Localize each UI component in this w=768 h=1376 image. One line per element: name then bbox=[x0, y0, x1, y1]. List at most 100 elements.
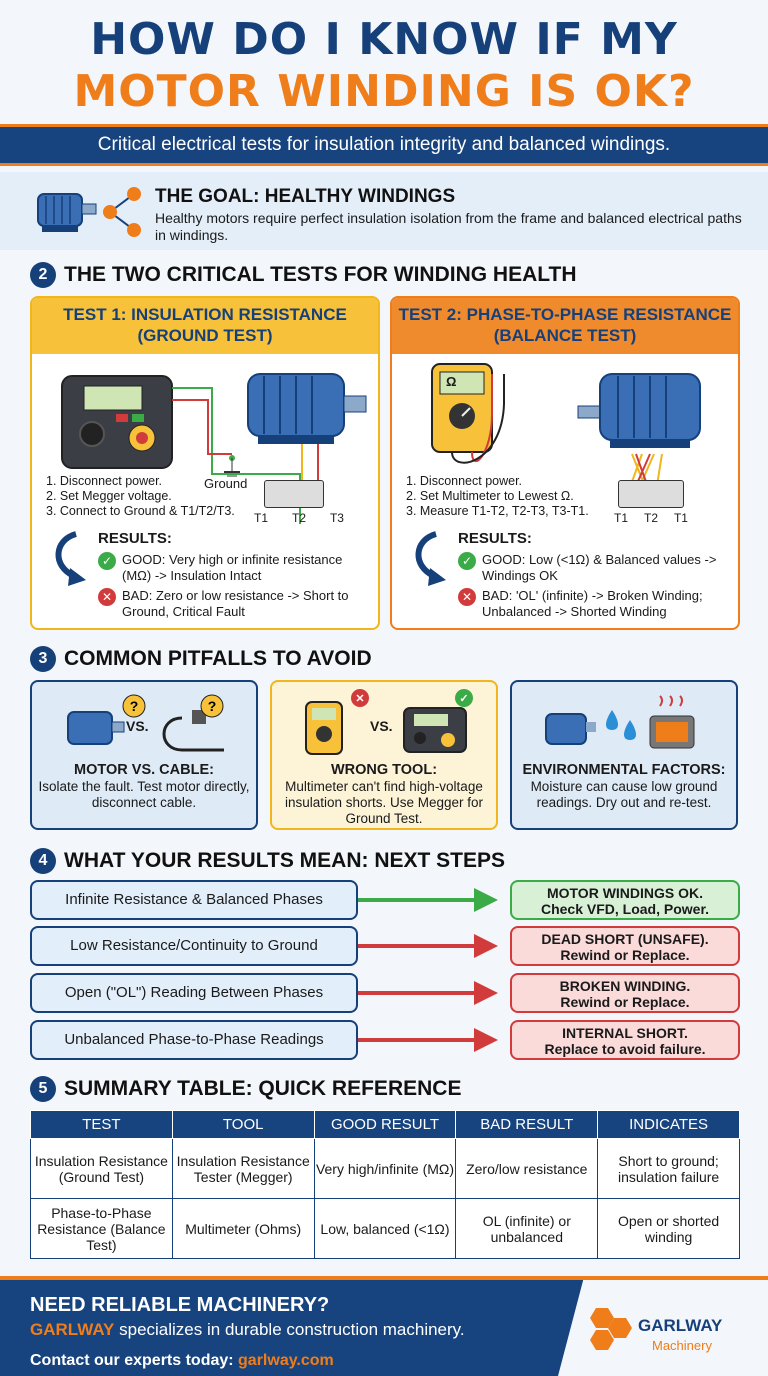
vs-label: VS. bbox=[126, 718, 149, 734]
bad-result-text: BAD: Zero or low resistance -> Short to … bbox=[122, 588, 349, 619]
arrow-right-icon bbox=[358, 934, 498, 958]
test2-good: ✓ GOOD: Low (<1Ω) & Balanced values -> W… bbox=[458, 552, 728, 584]
test1-header: TEST 1: INSULATION RESISTANCE (GROUND TE… bbox=[32, 298, 378, 354]
section-title: THE TWO CRITICAL TESTS FOR WINDING HEALT… bbox=[64, 263, 577, 286]
logo-panel bbox=[558, 1280, 768, 1376]
curved-arrow-icon bbox=[415, 531, 446, 586]
section-title: WHAT YOUR RESULTS MEAN: NEXT STEPS bbox=[64, 849, 506, 872]
goal-title: THE GOAL: HEALTHY WINDINGS bbox=[155, 186, 456, 207]
column-header: BAD RESULT bbox=[455, 1110, 599, 1139]
test2-subtitle: (BALANCE TEST) bbox=[493, 326, 637, 345]
goal-text: Healthy motors require perfect insulatio… bbox=[155, 210, 742, 243]
contact-label: Contact our experts today: bbox=[30, 1352, 239, 1369]
terminal-block bbox=[264, 480, 324, 508]
footer: NEED RELIABLE MACHINERY? GARLWAY special… bbox=[0, 1276, 768, 1376]
section-number: 3 bbox=[30, 646, 56, 672]
test2-results-label: RESULTS: bbox=[458, 530, 532, 547]
motor-vs-cable-icon: ? ? bbox=[67, 694, 224, 752]
arrow-right-icon bbox=[358, 981, 498, 1005]
step-item: 3. Connect to Ground & T1/T2/T3. bbox=[46, 504, 235, 518]
terminal-label: T2 bbox=[643, 511, 658, 525]
terminal-label: T2 bbox=[291, 511, 306, 525]
table-cell: OL (infinite) or unbalanced bbox=[455, 1198, 599, 1259]
column-header: TEST bbox=[30, 1110, 173, 1139]
table-cell: Zero/low resistance bbox=[455, 1138, 599, 1199]
vs-label: VS. bbox=[370, 718, 393, 734]
footer-tagline-rest: specializes in durable construction mach… bbox=[114, 1320, 465, 1339]
terminal-label: T1 bbox=[614, 511, 629, 525]
logo-brand: GARLWAY bbox=[638, 1316, 723, 1335]
column-header: GOOD RESULT bbox=[313, 1110, 457, 1139]
page-title-line1: HOW DO I KNOW IF MY bbox=[90, 14, 678, 65]
test2-bad: ✕ BAD: 'OL' (infinite) -> Broken Winding… bbox=[458, 588, 728, 620]
test2-title: TEST 2: PHASE-TO-PHASE RESISTANCE bbox=[398, 305, 732, 324]
test2-card: TEST 2: PHASE-TO-PHASE RESISTANCE (BALAN… bbox=[390, 296, 740, 630]
test1-good: ✓ GOOD: Very high or infinite resistance… bbox=[98, 552, 374, 584]
section-5-heading: 5 SUMMARY TABLE: QUICK REFERENCE bbox=[30, 1076, 461, 1102]
action-title: DEAD SHORT (UNSAFE). bbox=[541, 931, 709, 947]
action-title: INTERNAL SHORT. bbox=[562, 1025, 688, 1041]
section-4-heading: 4 WHAT YOUR RESULTS MEAN: NEXT STEPS bbox=[30, 848, 505, 874]
meter-display: Ω bbox=[446, 374, 457, 389]
svg-text:✕: ✕ bbox=[355, 693, 364, 705]
svg-text:?: ? bbox=[130, 698, 139, 714]
column-header: INDICATES bbox=[597, 1110, 740, 1139]
x-icon: ✕ bbox=[98, 588, 116, 606]
section-number: 2 bbox=[30, 262, 56, 288]
footer-contact: Contact our experts today: garlway.com bbox=[30, 1352, 334, 1370]
section-3-heading: 3 COMMON PITFALLS TO AVOID bbox=[30, 646, 372, 672]
pitfall-title: WRONG TOOL: bbox=[330, 762, 438, 778]
table-cell: Short to ground; insulation failure bbox=[597, 1138, 740, 1199]
action-detail: Check VFD, Load, Power. bbox=[540, 901, 710, 917]
step-item: 3. Measure T1-T2, T2-T3, T3-T1. bbox=[406, 504, 589, 518]
table-cell: Phase-to-Phase Resistance (Balance Test) bbox=[30, 1198, 173, 1259]
table-cell: Insulation Resistance Tester (Megger) bbox=[171, 1138, 315, 1199]
pitfall-card-environment: ENVIRONMENTAL FACTORS: Moisture can caus… bbox=[510, 680, 738, 830]
result-action: DEAD SHORT (UNSAFE). Rewind or Replace. bbox=[510, 926, 740, 966]
step-item: 2. Set Multimeter to Lewest Ω. bbox=[406, 489, 574, 503]
table-cell: Multimeter (Ohms) bbox=[171, 1198, 315, 1259]
x-icon: ✕ bbox=[458, 588, 476, 606]
pitfall-card-wrong-tool: ✕ ✓ VS. WRONG TOOL: Multimeter can't fin… bbox=[270, 680, 498, 830]
result-action: INTERNAL SHORT. Replace to avoid failure… bbox=[510, 1020, 740, 1060]
table-cell: Insulation Resistance (Ground Test) bbox=[30, 1138, 173, 1199]
table-row: Insulation Resistance (Ground Test) Insu… bbox=[30, 1138, 740, 1199]
test2-header: TEST 2: PHASE-TO-PHASE RESISTANCE (BALAN… bbox=[392, 298, 738, 354]
megger-illustration bbox=[61, 373, 367, 524]
footer-brand: GARLWAY bbox=[30, 1320, 115, 1339]
test1-title: TEST 1: INSULATION RESISTANCE bbox=[63, 305, 347, 324]
network-icon bbox=[103, 187, 141, 237]
result-condition: Unbalanced Phase-to-Phase Readings bbox=[30, 1020, 358, 1060]
table-row: Phase-to-Phase Resistance (Balance Test)… bbox=[30, 1198, 740, 1259]
section-number: 4 bbox=[30, 848, 56, 874]
good-result-text: GOOD: Very high or infinite resistance (… bbox=[122, 552, 343, 583]
test1-steps: 1. Disconnect power. 2. Set Megger volta… bbox=[46, 474, 235, 519]
terminal-labels: T1 T2 T3 bbox=[254, 511, 344, 525]
garlway-logo-icon bbox=[590, 1308, 632, 1350]
bad-result-text: BAD: 'OL' (infinite) -> Broken Winding; … bbox=[482, 588, 703, 619]
check-icon: ✓ bbox=[458, 552, 476, 570]
good-result-text: GOOD: Low (<1Ω) & Balanced values -> Win… bbox=[482, 552, 717, 583]
contact-link[interactable]: garlway.com bbox=[238, 1352, 334, 1369]
action-title: BROKEN WINDING. bbox=[559, 978, 691, 994]
test1-subtitle: (GROUND TEST) bbox=[137, 326, 273, 345]
test1-bad: ✕ BAD: Zero or low resistance -> Short t… bbox=[98, 588, 374, 620]
result-condition: Low Resistance/Continuity to Ground bbox=[30, 926, 358, 966]
column-header: TOOL bbox=[171, 1110, 315, 1139]
action-title: MOTOR WINDINGS OK. bbox=[546, 885, 704, 901]
step-item: 1. Disconnect power. bbox=[46, 474, 163, 488]
terminal-label: T1 bbox=[254, 511, 269, 525]
ground-label: Ground bbox=[204, 476, 248, 491]
pitfall-card-motor-vs-cable: ? ? VS. MOTOR VS. CABLE: Isolate the fau… bbox=[30, 680, 258, 830]
svg-text:✓: ✓ bbox=[459, 693, 468, 705]
result-action: MOTOR WINDINGS OK. Check VFD, Load, Powe… bbox=[510, 880, 740, 920]
arrow-right-icon bbox=[358, 1028, 498, 1052]
test2-steps: 1. Disconnect power. 2. Set Multimeter t… bbox=[406, 474, 589, 519]
wrong-tool-icon: ✕ ✓ bbox=[305, 689, 473, 755]
section-title: COMMON PITFALLS TO AVOID bbox=[64, 647, 372, 670]
table-cell: Very high/infinite (MΩ) bbox=[313, 1138, 457, 1199]
action-detail: Rewind or Replace. bbox=[560, 947, 690, 963]
pitfall-text: Moisture can cause low ground readings. … bbox=[530, 779, 718, 810]
table-header-row: TEST TOOL GOOD RESULT BAD RESULT INDICAT… bbox=[30, 1110, 740, 1139]
result-condition: Infinite Resistance & Balanced Phases bbox=[30, 880, 358, 920]
